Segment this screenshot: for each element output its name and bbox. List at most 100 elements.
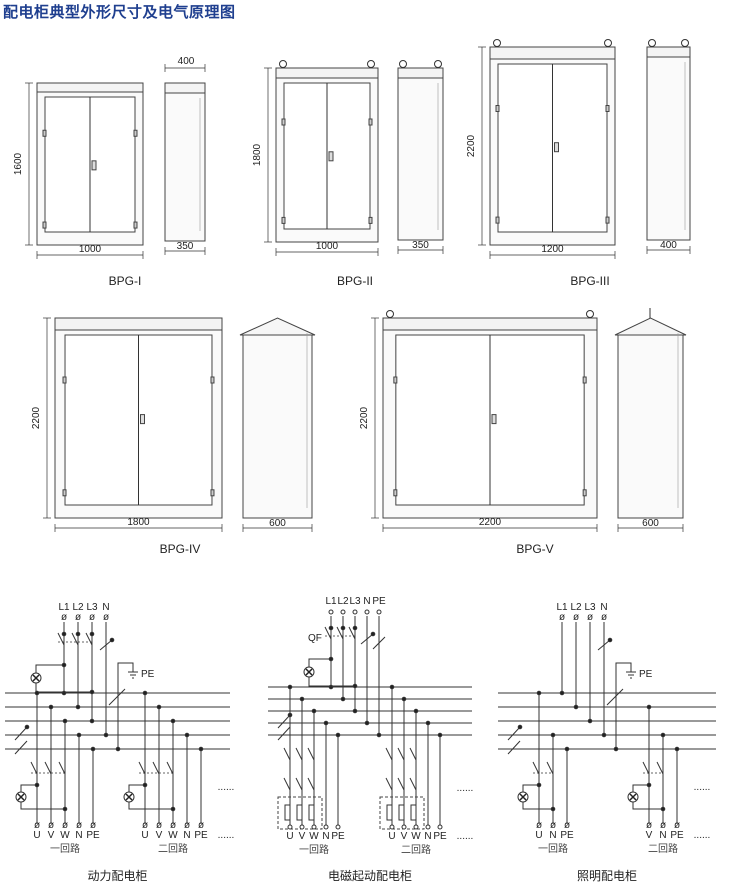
junction-dot [340, 625, 346, 631]
junction-dot [660, 732, 666, 738]
lifting-ring-icon [493, 39, 501, 47]
hinge-icon [42, 221, 47, 229]
junction-dot [61, 662, 67, 668]
terminal-label-u: U [141, 830, 148, 841]
pe-switch [372, 636, 386, 650]
junction-dot [328, 625, 334, 631]
junction-dot [564, 746, 570, 752]
junction-dot [425, 720, 431, 726]
terminal-icon: ø [90, 820, 96, 831]
thermal-relay [410, 804, 416, 821]
terminal-icon [352, 609, 358, 615]
model-label: BPG-II [337, 274, 373, 288]
terminal-label-w: W [168, 830, 178, 841]
width-dimension-label: 1000 [79, 244, 102, 255]
terminal-label-pe: PE [560, 830, 574, 841]
ellipsis: ...... [218, 782, 235, 793]
lamp-cross [519, 793, 527, 801]
switch-contact [71, 632, 79, 646]
terminal-label-pe: PE [670, 830, 684, 841]
junction-dot [142, 782, 148, 788]
terminal-label-pe: PE [86, 830, 100, 841]
terminal-icon: ø [198, 820, 204, 831]
junction-dot [34, 690, 40, 696]
junction-dot [352, 683, 358, 689]
terminal-label-v: V [299, 831, 306, 842]
cabinet-roof [614, 317, 687, 336]
height-dimension-label: 2200 [31, 406, 42, 429]
switch-contact [307, 747, 315, 761]
ellipsis: ...... [694, 830, 711, 841]
lifting-ring-icon [586, 310, 594, 318]
junction-dot [170, 806, 176, 812]
circuit-name: 一回路 [50, 842, 80, 855]
terminal-label-pe: PE [194, 830, 208, 841]
ellipsis: ...... [457, 831, 474, 842]
terminal-icon [287, 824, 293, 830]
junction-dot [198, 746, 204, 752]
depth-dimension-label: 400 [660, 240, 677, 251]
terminal-label-n: N [183, 830, 190, 841]
terminal-icon [299, 824, 305, 830]
door-handle-icon [91, 160, 97, 171]
lifting-ring-icon [434, 60, 442, 68]
junction-dot [328, 656, 334, 662]
terminal-label-n: N [549, 830, 556, 841]
junction-dot [103, 732, 109, 738]
switch-contact [324, 626, 332, 640]
ellipsis: ...... [218, 830, 235, 841]
switch-contact [409, 747, 417, 761]
junction-dot [61, 631, 67, 637]
input-label-l1: L1 [325, 596, 337, 607]
cabinet-roof [239, 317, 316, 336]
cabinet-top-cap [382, 317, 598, 331]
input-label-n: N [102, 602, 109, 613]
terminal-icon [340, 609, 346, 615]
input-label-l3: L3 [86, 602, 98, 613]
terminal-label-n: N [75, 830, 82, 841]
input-label-l1: L1 [58, 602, 70, 613]
input-label-n: N [600, 602, 607, 613]
hinge-icon [210, 489, 215, 497]
hinge-icon [42, 129, 47, 137]
junction-dot [352, 708, 358, 714]
terminal-icon [335, 824, 341, 830]
junction-dot [340, 696, 346, 702]
switch-contact [58, 761, 66, 775]
junction-dot [646, 704, 652, 710]
cabinet-top-cap [489, 46, 616, 60]
hinge-icon [368, 118, 373, 126]
terminal-icon [323, 824, 329, 830]
terminal-icon: ø [674, 820, 680, 831]
cabinet-side-cap [397, 67, 444, 79]
junction-dot [76, 732, 82, 738]
terminal-icon: ø [48, 820, 54, 831]
circuit-name: 一回路 [299, 843, 329, 856]
neutral-switch [99, 639, 113, 651]
switch-contact [397, 777, 405, 791]
terminal-icon [376, 609, 382, 615]
hinge-icon [393, 376, 398, 384]
terminal-label-u: U [388, 831, 395, 842]
breaker-label: QF [308, 633, 322, 644]
junction-dot [323, 720, 329, 726]
terminal-icon: ø [61, 612, 67, 623]
input-label-l3: L3 [584, 602, 596, 613]
ellipsis: ...... [457, 783, 474, 794]
switch-contact [30, 761, 38, 775]
terminal-icon [425, 824, 431, 830]
switch-contact [295, 777, 303, 791]
switch-contact [348, 626, 356, 640]
thermal-relay [398, 804, 404, 821]
input-label-l3: L3 [349, 596, 361, 607]
height-dimension-label: 2200 [359, 406, 370, 429]
ellipsis: ...... [694, 782, 711, 793]
switch-contact [166, 761, 174, 775]
hinge-icon [133, 129, 138, 137]
junction-dot [601, 732, 607, 738]
lamp-cross [305, 668, 313, 676]
switch-contact [138, 761, 146, 775]
switch-dot [109, 637, 115, 643]
terminal-label-v: V [401, 831, 408, 842]
junction-dot [559, 690, 565, 696]
